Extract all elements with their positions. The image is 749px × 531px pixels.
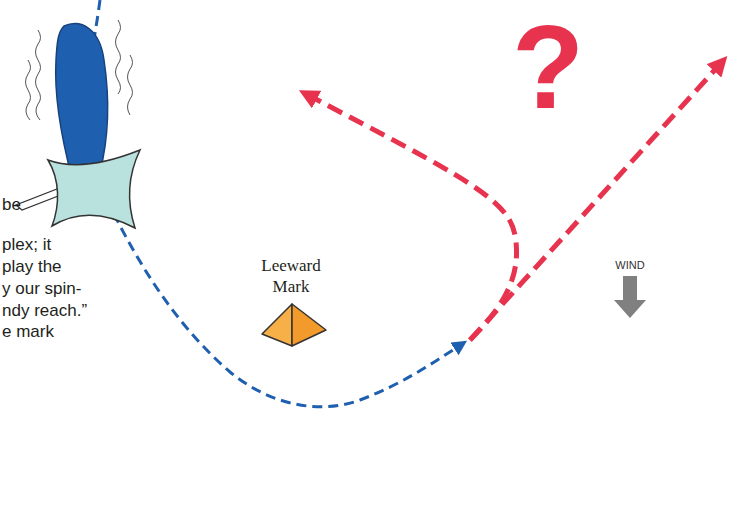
- text-fragment: y our spin-: [2, 278, 81, 300]
- boat-course: [100, 185, 462, 407]
- spinnaker: [48, 150, 140, 228]
- text-fragment: ndy reach.”: [2, 300, 87, 322]
- wind-label: WIND: [615, 259, 644, 271]
- boat-hull: [56, 24, 108, 178]
- mark-buoy: [262, 304, 326, 346]
- option-arrow: [306, 94, 517, 340]
- text-fragment: be: [2, 194, 21, 216]
- wind-arrow: [614, 276, 646, 318]
- text-fragment: plex; it: [2, 234, 51, 256]
- text-fragment: play the: [2, 256, 62, 278]
- mark-label: Leeward Mark: [250, 255, 332, 297]
- question-mark: ?: [512, 8, 584, 126]
- text-fragment: e mark: [2, 321, 54, 343]
- option-arrow: [470, 62, 722, 340]
